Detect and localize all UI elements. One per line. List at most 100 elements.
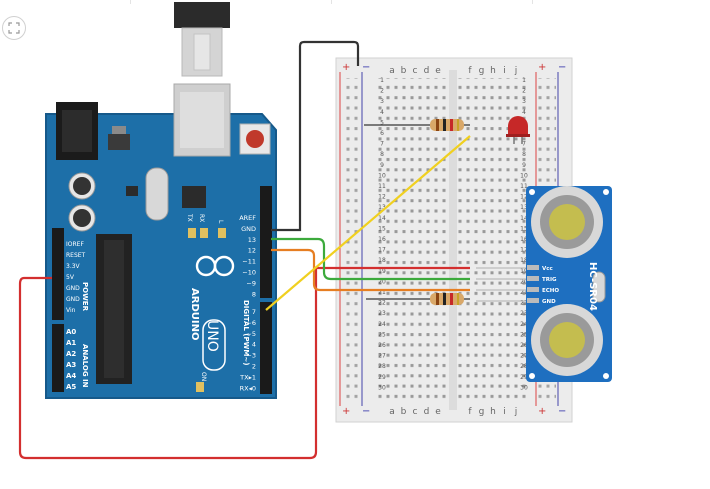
row-number: 8 — [380, 151, 384, 158]
row-number: 18 — [520, 257, 528, 264]
wire-pin13-green[interactable] — [271, 237, 470, 281]
digital-header-top[interactable] — [260, 186, 272, 298]
rail-plus-label: + — [538, 406, 546, 417]
reset-button[interactable] — [239, 123, 271, 155]
sensor-pin-label: GND — [542, 299, 556, 305]
power-pin-label: RESET — [66, 252, 86, 259]
wire-5v-red[interactable] — [18, 266, 470, 460]
row-number: 20 — [378, 278, 386, 285]
red-led[interactable] — [506, 116, 530, 144]
sensor-pin-label: Vcc — [542, 266, 553, 272]
sensor-crystal — [592, 271, 606, 303]
row-number: 2 — [380, 88, 384, 95]
row-number: 19 — [378, 268, 386, 275]
power-pin-label: GND — [66, 296, 80, 303]
transducer-bottom — [531, 304, 603, 376]
row-number: 11 — [378, 183, 386, 190]
analog-pin-label: A1 — [66, 339, 76, 347]
digital-pin-label: 2 — [252, 363, 256, 371]
digital-pin-label: TX▸1 — [239, 373, 256, 381]
power-pin-label: 5V — [66, 274, 75, 281]
analog-pin-label: A0 — [66, 328, 76, 336]
column-letter: d — [424, 407, 430, 417]
analog-header[interactable] — [52, 324, 64, 392]
row-number: 11 — [520, 183, 528, 190]
wire-gnd-black[interactable] — [271, 40, 360, 232]
row-number: 5 — [380, 119, 384, 126]
row-number: 8 — [522, 151, 526, 158]
power-pin-label: GND — [66, 285, 80, 292]
breadboard-row-numbers: 1122334455667788991010111112121313141415… — [378, 77, 528, 391]
sensor-pin-label: TRIG — [542, 277, 557, 283]
tx-led — [188, 228, 196, 238]
resistor-1[interactable] — [364, 119, 470, 131]
digital-pin-label: RX◂0 — [240, 384, 256, 392]
arduino-uno-board[interactable] — [45, 83, 277, 399]
column-letter: e — [435, 66, 441, 76]
row-number: 23 — [520, 310, 528, 317]
voltage-regulator — [108, 134, 130, 150]
row-number: 23 — [378, 310, 386, 317]
usb-cable[interactable] — [174, 2, 230, 77]
column-letter: d — [424, 66, 430, 76]
uno-badge — [202, 319, 226, 371]
arduino-model: UNO — [204, 320, 220, 352]
digital-header-bottom[interactable] — [260, 302, 272, 394]
digital-pin-label: 7 — [252, 308, 256, 316]
column-letter: i — [503, 407, 506, 417]
row-number: 3 — [522, 98, 526, 105]
row-number: 17 — [378, 247, 386, 254]
rail-minus-label: − — [362, 62, 370, 73]
row-number: 27 — [520, 353, 528, 360]
row-number: 1 — [380, 77, 384, 84]
tx-label: TX — [186, 213, 193, 222]
column-letter: h — [490, 66, 496, 76]
column-letter: j — [514, 407, 518, 417]
power-header[interactable] — [52, 228, 64, 320]
arduino-logo — [195, 255, 235, 277]
column-letter: a — [389, 66, 395, 76]
fit-view-icon — [8, 22, 20, 34]
arduino-brand: ARDUINO — [189, 288, 200, 340]
row-number: 29 — [520, 374, 528, 381]
rx-label: RX — [198, 214, 205, 222]
wire-pin7-yellow[interactable] — [265, 135, 471, 311]
row-number: 30 — [378, 384, 386, 391]
rail-plus-label: + — [538, 62, 546, 73]
on-label: ON — [200, 372, 207, 381]
row-number: 19 — [520, 268, 528, 275]
digital-pin-label: AREF — [239, 214, 256, 222]
row-number: 16 — [520, 236, 528, 243]
digital-pin-label: ~6 — [246, 319, 256, 327]
fit-view-button[interactable] — [2, 16, 26, 40]
l-led — [218, 228, 226, 238]
row-number: 12 — [378, 194, 386, 201]
column-letter: j — [514, 66, 518, 76]
rail-minus-label: − — [362, 406, 370, 417]
column-letter: h — [490, 407, 496, 417]
digital-pin-label: 8 — [252, 290, 256, 298]
rx-led — [200, 228, 208, 238]
column-letter: f — [468, 66, 472, 76]
digital-pin-label: 12 — [248, 247, 256, 255]
row-number: 21 — [378, 289, 386, 296]
column-letter: i — [503, 66, 506, 76]
column-letter: e — [435, 407, 441, 417]
row-number: 28 — [520, 363, 528, 370]
row-number: 1 — [522, 77, 526, 84]
resistor-2[interactable] — [366, 293, 470, 305]
row-number: 4 — [380, 109, 384, 116]
column-letter: b — [401, 407, 407, 417]
row-number: 25 — [520, 331, 528, 338]
ultrasonic-sensor[interactable] — [526, 186, 612, 382]
crystal-oscillator — [145, 167, 169, 221]
rail-minus-label: − — [558, 406, 566, 417]
sensor-pins[interactable] — [527, 265, 539, 303]
row-number: 21 — [520, 289, 528, 296]
row-number: 27 — [378, 353, 386, 360]
column-letter: g — [479, 66, 485, 76]
